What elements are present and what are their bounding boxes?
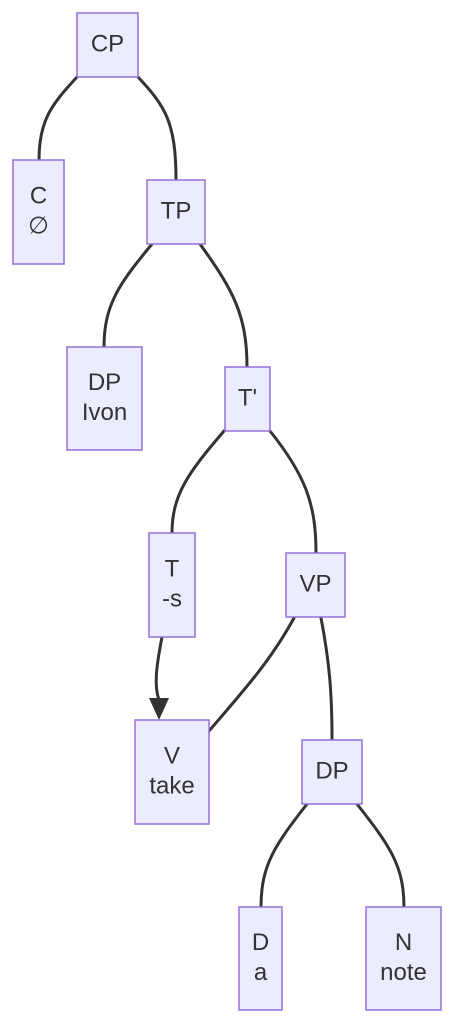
node-label: DP: [88, 369, 121, 396]
node-label: N: [395, 929, 412, 956]
node-label: T': [238, 384, 257, 411]
node-box: [66, 346, 143, 451]
node-box: [76, 12, 139, 78]
node-label: T: [165, 555, 180, 582]
node-dp-subj: DP Ivon: [66, 346, 143, 451]
node-box: [285, 552, 346, 618]
arrowhead-icon: [149, 698, 169, 720]
node-label: TP: [161, 197, 192, 224]
edge-t-to-v: [154, 635, 164, 702]
node-box: [134, 719, 210, 825]
edge-dp-obj-to-n: [355, 802, 406, 909]
node-box: [148, 532, 196, 638]
node-sublabel: -s: [162, 585, 182, 612]
node-dp-obj: DP: [301, 739, 363, 805]
node-tp: TP: [146, 179, 206, 245]
node-sublabel: a: [254, 959, 268, 986]
node-box: [301, 739, 363, 805]
edge-t-bar-to-t: [170, 429, 226, 535]
node-t-bar: T': [224, 366, 271, 432]
node-sublabel: Ivon: [82, 399, 127, 426]
node-t: T -s: [148, 532, 196, 638]
node-box: [12, 159, 65, 265]
edge-dp-obj-to-d: [259, 802, 309, 909]
node-cp: CP: [76, 12, 139, 78]
node-sublabel: note: [380, 959, 427, 986]
edge-cp-to-c: [37, 75, 79, 162]
node-label: DP: [315, 757, 348, 784]
edge-vp-to-v: [207, 616, 296, 733]
edge-vp-to-dp-obj: [319, 616, 334, 742]
node-box: [238, 906, 283, 1011]
node-label: C: [30, 182, 47, 209]
node-d: Da: [238, 906, 283, 1011]
edge-tp-to-dp-subj: [102, 242, 154, 349]
node-box: [365, 906, 442, 1011]
node-vp: VP: [285, 552, 346, 618]
edge-tp-to-t-bar: [198, 242, 249, 369]
node-label: D: [252, 929, 269, 956]
node-label: CP: [91, 30, 124, 57]
node-sublabel: take: [149, 772, 194, 799]
edges-layer: [37, 75, 406, 909]
node-box: [224, 366, 271, 432]
edge-cp-to-tp: [136, 75, 178, 182]
node-sublabel: ∅: [28, 212, 49, 239]
node-box: [146, 179, 206, 245]
node-label: VP: [299, 570, 331, 597]
edge-t-bar-to-vp: [268, 429, 318, 555]
node-c: C∅: [12, 159, 65, 265]
node-label: V: [164, 742, 180, 769]
